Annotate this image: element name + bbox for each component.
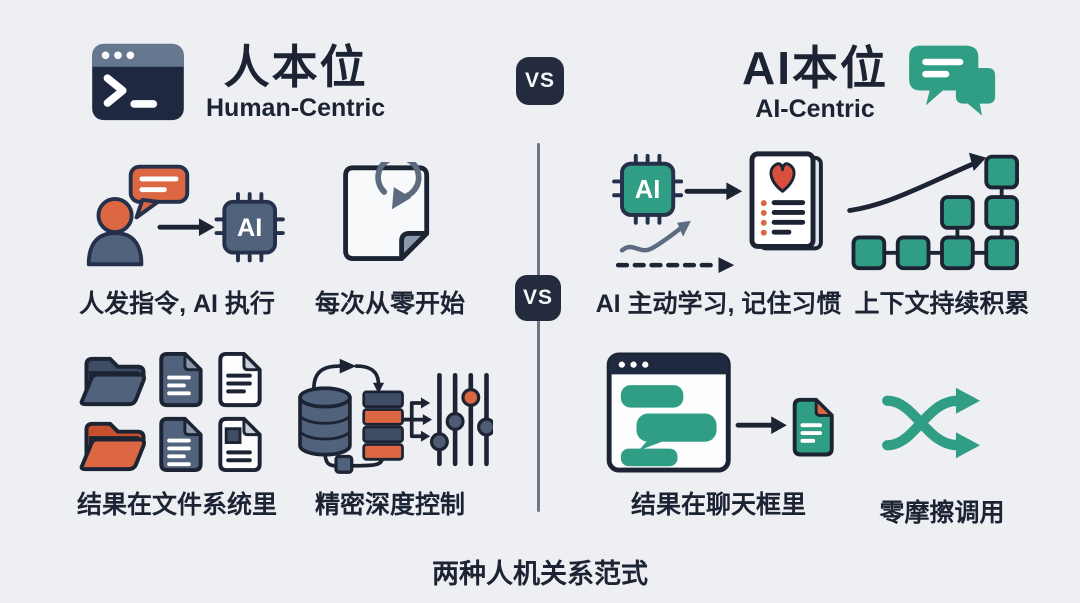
right-title: AI本位	[742, 42, 888, 95]
cell-results-in-files: 结果在文件系统里	[62, 350, 292, 521]
cell-zero-friction: 零摩擦调用	[842, 350, 1042, 529]
feature-label: AI 主动学习, 记住习惯	[595, 290, 842, 318]
person-command-ai-chip-icon: AI	[70, 152, 285, 274]
feature-label: 精密深度控制	[314, 491, 465, 519]
svg-text:AI: AI	[634, 176, 660, 204]
cell-ai-learns: AI AI 主动学习, 记住习惯	[595, 151, 842, 320]
cell-start-from-zero: 每次从零开始	[290, 152, 490, 320]
right-subtitle: AI-Centric	[755, 94, 875, 123]
ai-chip-learning-notes-icon: AI	[608, 151, 830, 274]
cell-context-accumulates: 上下文持续积累	[842, 152, 1042, 320]
page-caption: 两种人机关系范式	[432, 559, 648, 589]
shuffle-arrows-icon	[872, 350, 1012, 483]
cell-precise-control: 精密深度控制	[288, 350, 493, 521]
feature-label: 结果在文件系统里	[76, 491, 277, 519]
cell-human-command: AI 人发指令, AI 执行	[62, 152, 292, 320]
svg-text:AI: AI	[236, 214, 261, 242]
header-right-group: AI本位 AI-Centric	[742, 40, 1002, 126]
left-subtitle: Human-Centric	[206, 93, 386, 122]
left-title: 人本位	[223, 41, 368, 94]
chat-bubbles-icon	[906, 40, 1002, 126]
header-left-group: 人本位 Human-Centric	[88, 40, 385, 124]
vs-badge-middle: VS	[515, 275, 561, 321]
feature-label: 上下文持续积累	[854, 290, 1030, 318]
restart-from-zero-page-icon	[332, 152, 448, 274]
feature-label: 每次从零开始	[314, 290, 465, 318]
folders-and-files-icon	[78, 350, 276, 475]
cell-results-in-chat: 结果在聊天框里	[596, 350, 841, 521]
terminal-icon	[88, 40, 188, 124]
context-blocks-growth-icon	[844, 152, 1040, 274]
center-divider	[537, 143, 540, 512]
chat-window-to-document-icon	[601, 350, 836, 475]
feature-label: 零摩擦调用	[879, 499, 1005, 527]
database-sliders-control-icon	[288, 350, 493, 475]
vs-badge-top: VS	[516, 57, 564, 105]
feature-label: 结果在聊天框里	[630, 491, 806, 519]
feature-label: 人发指令, AI 执行	[79, 290, 275, 318]
